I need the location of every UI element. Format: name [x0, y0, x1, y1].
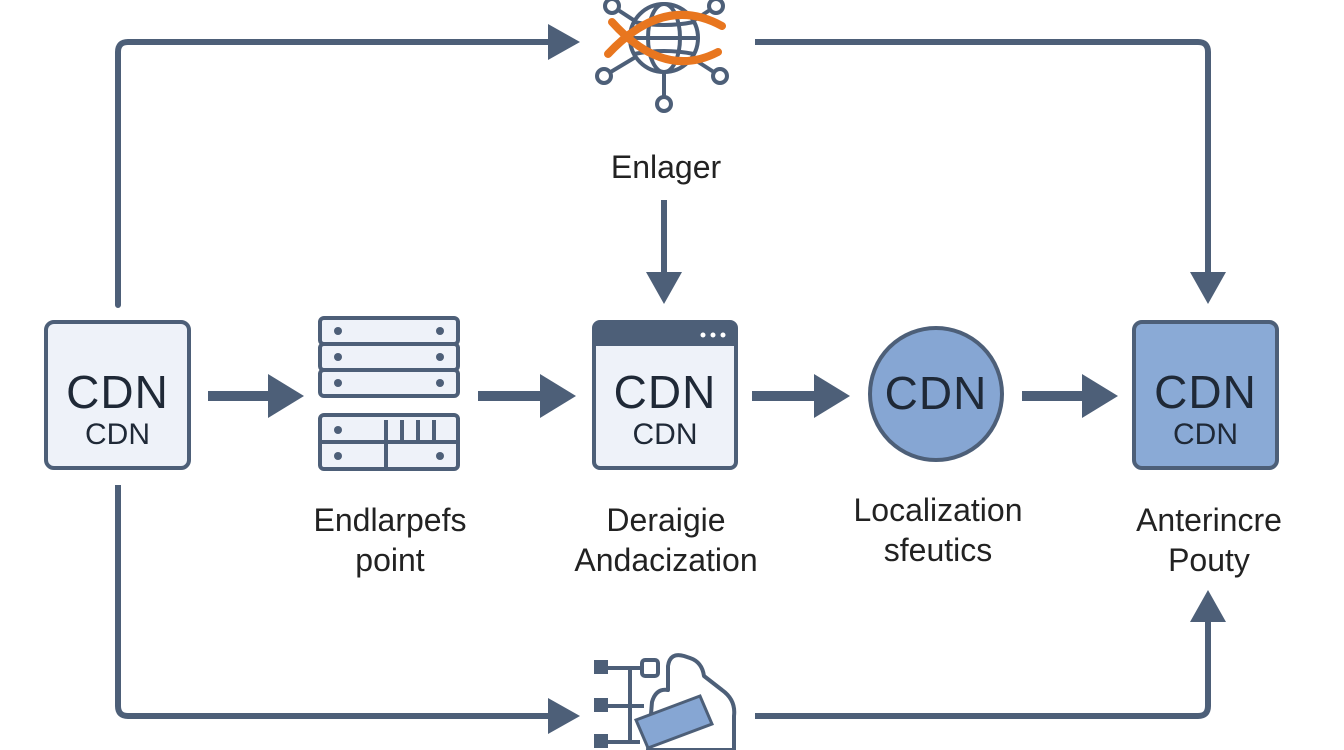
arrowhead-to-bottom-hub [548, 698, 580, 734]
anterincre-label: Anterincre Pouty [1106, 500, 1312, 580]
arrowhead-to-deraigie [646, 272, 682, 304]
anterincre-box [1132, 320, 1279, 470]
enlager-label: Enlager [566, 147, 766, 187]
endpoints-label-line1: Endlarpefs [313, 502, 467, 538]
localization-circle [868, 326, 1004, 462]
anterincre-sub-label: CDN [1173, 418, 1238, 451]
anterincre-label-line1: Anterincre [1136, 502, 1282, 538]
browser-window-icon [592, 320, 738, 470]
flow-arrow-2 [478, 374, 576, 418]
bottom-right-connector [755, 622, 1211, 719]
endpoints-label-line2: point [355, 542, 425, 578]
flow-arrow-1 [208, 374, 304, 418]
endpoints-label: Endlarpefs point [280, 500, 500, 580]
localization-label-line2: sfeutics [883, 532, 993, 568]
deraigie-sub-label: CDN [632, 418, 698, 451]
bottom-left-connector [115, 485, 548, 719]
server-rack-icon [318, 316, 460, 471]
deraigie-label-line1: Deraigie [606, 502, 726, 538]
deraigie-label: Deraigie Andacization [546, 500, 786, 580]
top-loop-connector [115, 39, 548, 308]
localization-circle-text: CDN [870, 368, 1002, 418]
deraigie-box-text: CDN CDN [594, 367, 736, 453]
cdn-source-box [44, 320, 191, 470]
cdn-source-sub-label: CDN [85, 418, 150, 451]
globe-network-icon [595, 0, 729, 113]
arrowhead-to-anterincre-top [1190, 272, 1226, 304]
anterincre-box-text: CDN CDN [1134, 367, 1277, 453]
arrowhead-to-enlager [548, 24, 580, 60]
flow-arrow-4 [1022, 374, 1118, 418]
anterincre-label-line2: Pouty [1168, 542, 1250, 578]
localization-main-label: CDN [884, 367, 988, 419]
flow-arrow-3 [752, 374, 850, 418]
anterincre-main-label: CDN [1154, 366, 1257, 418]
deraigie-main-label: CDN [613, 366, 717, 418]
localization-label: Localization sfeutics [820, 490, 1056, 570]
enlager-label-text: Enlager [610, 149, 722, 185]
arrowhead-to-anterincre-bottom [1190, 590, 1226, 622]
cdn-source-main-label: CDN [66, 366, 169, 418]
deraigie-label-line2: Andacization [574, 542, 758, 578]
hand-network-icon [594, 653, 737, 750]
cdn-source-box-text: CDN CDN [46, 367, 189, 453]
top-right-connector [755, 39, 1211, 272]
localization-label-line1: Localization [853, 492, 1023, 528]
